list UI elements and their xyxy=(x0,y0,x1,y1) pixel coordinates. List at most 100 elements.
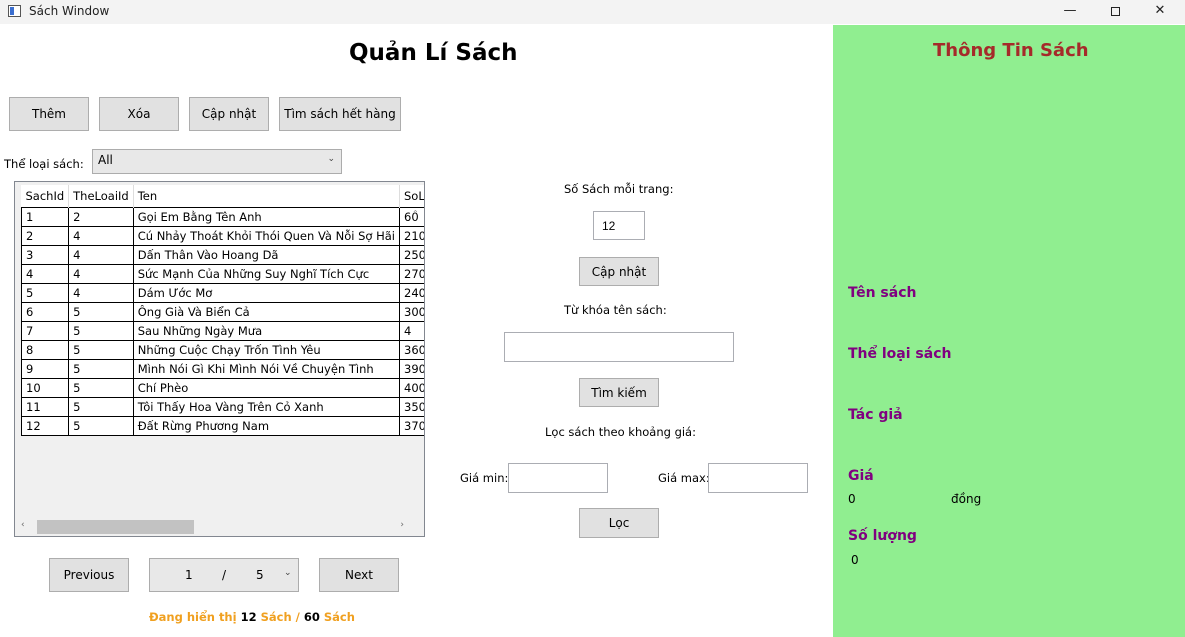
table-cell[interactable]: 2 xyxy=(68,206,134,227)
table-cell[interactable]: Gọi Em Bằng Tên Anh xyxy=(132,206,401,227)
table-cell[interactable]: 390 xyxy=(399,358,424,379)
search-button[interactable]: Tìm kiếm xyxy=(579,378,659,407)
table-cell[interactable]: Dấn Thân Vào Hoang Dã xyxy=(132,244,401,265)
table-cell[interactable]: Dám Ước Mơ xyxy=(132,282,401,303)
table-cell[interactable]: Sau Những Ngày Mưa xyxy=(132,320,401,341)
table-cell[interactable]: 240 xyxy=(399,282,424,303)
table-cell[interactable]: 5 xyxy=(68,358,134,379)
filter-button[interactable]: Lọc xyxy=(579,508,659,538)
table-cell[interactable]: Ông Già Và Biển Cả xyxy=(132,301,401,322)
info-panel-title: Thông Tin Sách xyxy=(933,40,1089,61)
table-cell[interactable]: 5 xyxy=(68,301,134,322)
column-header[interactable]: TheLoaiId xyxy=(68,185,134,207)
column-header[interactable]: SachId xyxy=(21,185,70,207)
minimize-button[interactable]: — xyxy=(1063,3,1077,18)
table-cell[interactable]: 5 xyxy=(68,320,134,341)
table-cell[interactable]: 370 xyxy=(399,415,424,436)
table-cell[interactable]: Sức Mạnh Của Những Suy Nghĩ Tích Cực xyxy=(132,263,401,284)
table-cell[interactable]: 210 xyxy=(399,225,424,246)
table-cell[interactable]: 5 xyxy=(68,415,134,436)
column-header[interactable]: SoLu xyxy=(399,185,424,207)
per-page-update-button[interactable]: Cập nhật xyxy=(579,257,659,286)
add-button[interactable]: Thêm xyxy=(9,97,89,131)
table-cell[interactable]: 4 xyxy=(68,225,134,246)
table-cell[interactable]: 7 xyxy=(20,320,70,341)
book-category-label: Thể loại sách xyxy=(848,346,952,362)
book-quantity-label: Số lượng xyxy=(848,528,917,544)
table-header-row: SachId TheLoaiId Ten SoLu xyxy=(21,185,424,207)
table-cell[interactable]: Tôi Thấy Hoa Vàng Trên Cỏ Xanh xyxy=(132,396,401,417)
table-cell[interactable]: 270 xyxy=(399,263,424,284)
horizontal-scrollbar[interactable]: ‹ › xyxy=(15,518,424,536)
scrollbar-thumb[interactable] xyxy=(37,520,194,534)
table-cell[interactable]: 5 xyxy=(20,282,70,303)
table-cell[interactable]: 12 xyxy=(20,415,70,436)
table-cell[interactable]: 4 xyxy=(68,244,134,265)
table-cell[interactable]: Những Cuộc Chạy Trốn Tình Yêu xyxy=(132,339,401,360)
table-cell[interactable]: Đất Rừng Phương Nam xyxy=(132,415,401,436)
price-max-input[interactable] xyxy=(708,463,808,493)
table-cell[interactable]: 400 xyxy=(399,377,424,398)
table-cell[interactable]: 300 xyxy=(399,301,424,322)
maximize-button[interactable] xyxy=(1092,0,1138,24)
table-cell[interactable]: 8 xyxy=(20,339,70,360)
find-out-of-stock-button[interactable]: Tìm sách hết hàng xyxy=(279,97,401,131)
update-button[interactable]: Cập nhật xyxy=(189,97,269,131)
table-cell[interactable]: 1 xyxy=(20,206,70,227)
table-cell[interactable]: 2 xyxy=(20,225,70,246)
table-cell[interactable]: 4 xyxy=(20,263,70,284)
table-cell[interactable]: 5 xyxy=(68,377,134,398)
chevron-right-icon[interactable]: › xyxy=(400,520,404,530)
page-title: Quản Lí Sách xyxy=(349,40,518,66)
current-page: 1 xyxy=(185,568,193,582)
keyword-input[interactable] xyxy=(504,332,734,362)
category-select[interactable]: All ⌄ xyxy=(92,149,342,174)
book-price-value: 0 xyxy=(848,492,856,506)
price-min-input[interactable] xyxy=(508,463,608,493)
table-cell[interactable]: 4 xyxy=(68,282,134,303)
previous-button[interactable]: Previous xyxy=(49,558,129,592)
per-page-input[interactable] xyxy=(593,211,645,240)
column-header[interactable]: Ten xyxy=(133,185,401,207)
table-cell[interactable]: 9 xyxy=(20,358,70,379)
table-cell[interactable]: 5 xyxy=(68,339,134,360)
table-cell[interactable]: 3 xyxy=(20,244,70,265)
table-cell[interactable]: 5 xyxy=(68,396,134,417)
table-cell[interactable]: 4 xyxy=(68,263,134,284)
table-cell[interactable]: 350 xyxy=(399,396,424,417)
window-title: Sách Window xyxy=(29,4,110,18)
table-cell[interactable]: 4 xyxy=(399,320,424,341)
next-button[interactable]: Next xyxy=(319,558,399,592)
book-name-label: Tên sách xyxy=(848,285,917,301)
table-cell[interactable]: 6 xyxy=(20,301,70,322)
table-cell[interactable]: 11 xyxy=(20,396,70,417)
table-cell[interactable]: 10 xyxy=(20,377,70,398)
close-button[interactable]: ✕ xyxy=(1154,3,1166,18)
table-cell[interactable]: Mình Nói Gì Khi Mình Nói Về Chuyện Tình xyxy=(132,358,401,379)
chevron-left-icon[interactable]: ‹ xyxy=(21,520,25,530)
scroll-up-icon[interactable]: ⌃ xyxy=(412,209,419,218)
status-prefix: Đang hiển thị xyxy=(149,610,241,624)
book-info-panel: Thông Tin Sách Tên sách Thể loại sách Tá… xyxy=(833,25,1185,637)
table-cell[interactable]: Cú Nhảy Thoát Khỏi Thói Quen Và Nỗi Sợ H… xyxy=(132,225,401,246)
page-select[interactable]: 1 / 5 ⌄ xyxy=(149,558,299,592)
table-cell[interactable]: 250 xyxy=(399,244,424,265)
status-suffix: Sách xyxy=(319,610,355,624)
table-cell[interactable]: Chí Phèo xyxy=(132,377,401,398)
table-cell[interactable]: 360 xyxy=(399,339,424,360)
delete-button[interactable]: Xóa xyxy=(99,97,179,131)
